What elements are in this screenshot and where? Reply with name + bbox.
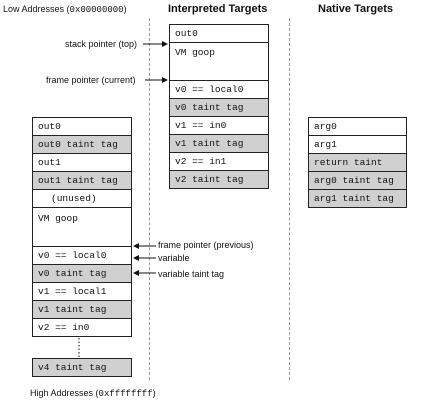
- column-divider-right: [289, 18, 290, 380]
- stack-pointer-label: stack pointer (top): [65, 39, 138, 49]
- variable-taint-tag-label: variable taint tag: [158, 269, 225, 279]
- frame-pointer-previous-label: frame pointer (previous): [158, 240, 254, 250]
- variable-label: variable: [158, 253, 190, 263]
- low-address-text: Low Addresses (: [3, 4, 70, 14]
- caller-cell-v4-taint: v4 taint tag: [32, 358, 132, 377]
- low-address-close: ): [123, 4, 127, 14]
- caller-cell-vm-goop: VM goop: [32, 207, 132, 247]
- native-cell-arg1-taint: arg1 taint tag: [308, 189, 407, 208]
- caller-cell-v2: v2 == in0: [32, 318, 132, 337]
- interp-cell-vm-goop: VM goop: [169, 42, 269, 81]
- low-address-value: 0x00000000: [69, 5, 124, 15]
- caller-cell-v0-taint: v0 taint tag: [32, 264, 132, 283]
- interp-cell-v2-taint: v2 taint tag: [169, 170, 269, 189]
- high-address-value: 0xffffffff: [98, 389, 153, 399]
- native-targets-heading: Native Targets: [318, 3, 393, 15]
- column-divider-left: [149, 18, 150, 380]
- interpreted-targets-heading: Interpreted Targets: [168, 3, 268, 15]
- high-address-label: High Addresses (0xffffffff): [30, 388, 156, 400]
- high-address-close: ): [152, 388, 156, 398]
- high-address-text: High Addresses (: [30, 388, 99, 398]
- native-cell-arg0-taint: arg0 taint tag: [308, 171, 407, 190]
- frame-pointer-current-label: frame pointer (current): [46, 75, 136, 85]
- low-address-label: Low Addresses (0x00000000): [3, 4, 127, 16]
